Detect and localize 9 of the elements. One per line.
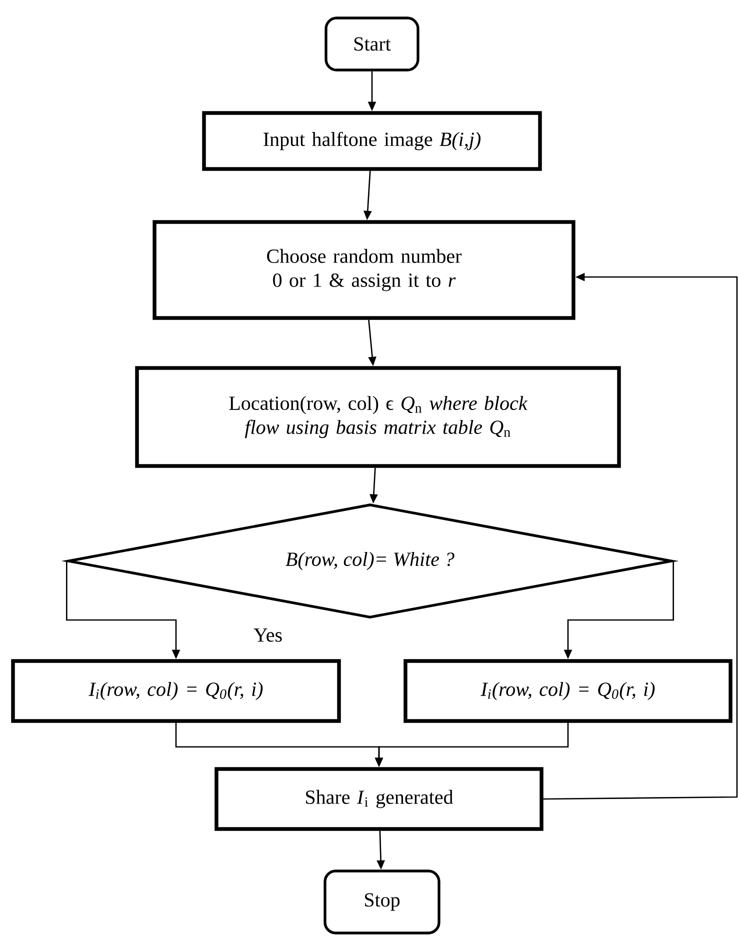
edge-label: Yes — [252, 627, 284, 644]
process-box: Input halftone image B(i,j) — [202, 111, 542, 171]
process-box: I$_{i}$(row, col) = Q$_{0}$(r, i) — [11, 659, 341, 723]
terminal-box: Stop — [324, 870, 440, 934]
terminal-box: Start — [324, 16, 420, 72]
process-box: Location(row, col) ϵ Q$_{n}$ where block flow using basis matrix table Q$_{n}$ — [135, 366, 621, 468]
process-box: I$_{i}$(row, col) = Q$_{0}$(r, i) — [404, 659, 732, 723]
process-box: Share I$_{i}$ generated — [214, 767, 544, 831]
process-box: Choose random number 0 or 1 & assign it to r — [152, 220, 576, 320]
